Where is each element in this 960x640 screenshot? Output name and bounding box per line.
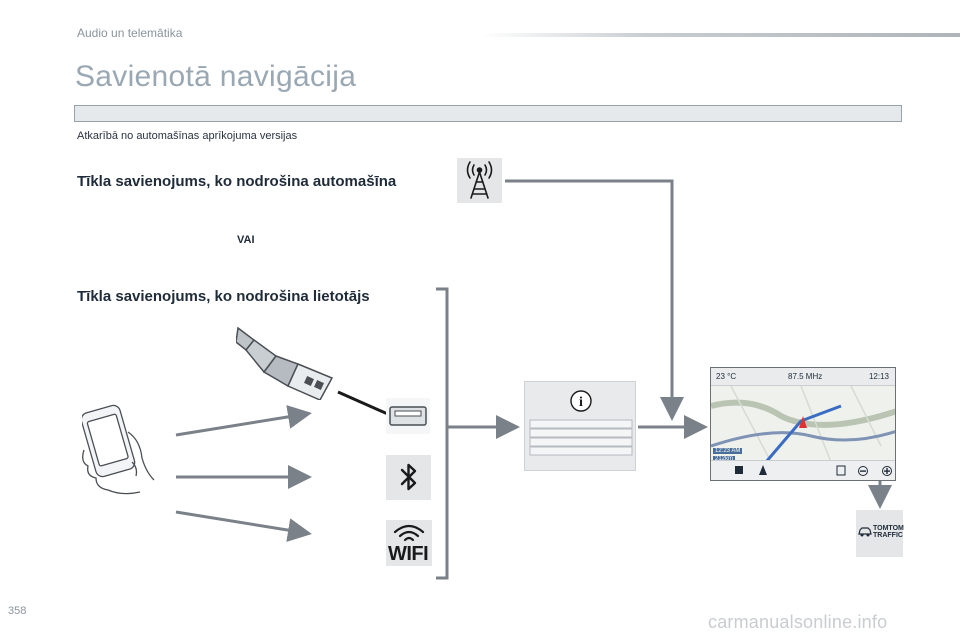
car-network-connector [505, 179, 684, 421]
heading-user-connection: Tīkla savienojums, ko nodrošina lietotāj… [77, 288, 370, 305]
zoom-out-icon [858, 466, 868, 476]
page-number: 358 [8, 605, 27, 617]
info-icon [570, 390, 592, 412]
phone-to-usb-arrow [175, 405, 312, 437]
header-rule [480, 33, 960, 37]
heading-car-connection: Tīkla savienojums, ko nodrošina automašī… [77, 173, 397, 190]
phone-to-wifi-arrow [175, 510, 312, 542]
traffic-icon [836, 465, 846, 476]
or-label: VAI [237, 234, 255, 246]
screen-status-bar: 23 °C 87.5 MHz 12:13 [711, 368, 895, 386]
smartphone-icon [82, 404, 155, 495]
tomtom-label: TOMTOM TRAFFIC [873, 525, 904, 539]
bluetooth-icon [386, 455, 431, 500]
page-title: Savienotā navigācija [75, 60, 357, 93]
usb-plug-icon [236, 326, 334, 400]
wifi-icon: WIFI [386, 520, 432, 566]
navigation-screen: 23 °C 87.5 MHz 12:13 12:23 AM 212km [710, 367, 896, 481]
usb-cable [337, 390, 391, 417]
wifi-label: WIFI [388, 543, 429, 565]
tomtom-traffic-icon: TOMTOM TRAFFIC [856, 510, 904, 557]
section-header: Audio un telemātika [77, 26, 183, 40]
zoom-in-icon [882, 466, 892, 476]
destination-flag-icon [735, 466, 743, 474]
temperature-readout: 23 °C [716, 372, 737, 381]
eta-label: 12:23 AM [713, 448, 743, 454]
watermark: carmanualsonline.info [708, 612, 888, 632]
car-icon [858, 527, 872, 537]
distance-label: 212km [713, 456, 736, 462]
info-panel: i [524, 381, 636, 471]
cell-tower-icon [457, 158, 502, 203]
subtitle: Atkarībā no automašīnas aprīkojuma versi… [77, 130, 298, 142]
usb-port-icon [386, 398, 430, 434]
radio-frequency: 87.5 MHz [788, 372, 823, 381]
user-devices-bracket [436, 287, 449, 580]
title-bar [74, 105, 902, 122]
north-arrow-icon [759, 465, 767, 475]
clock: 12:13 [868, 372, 889, 381]
screen-toolbar [711, 460, 895, 480]
svg-text:i: i [579, 395, 583, 410]
